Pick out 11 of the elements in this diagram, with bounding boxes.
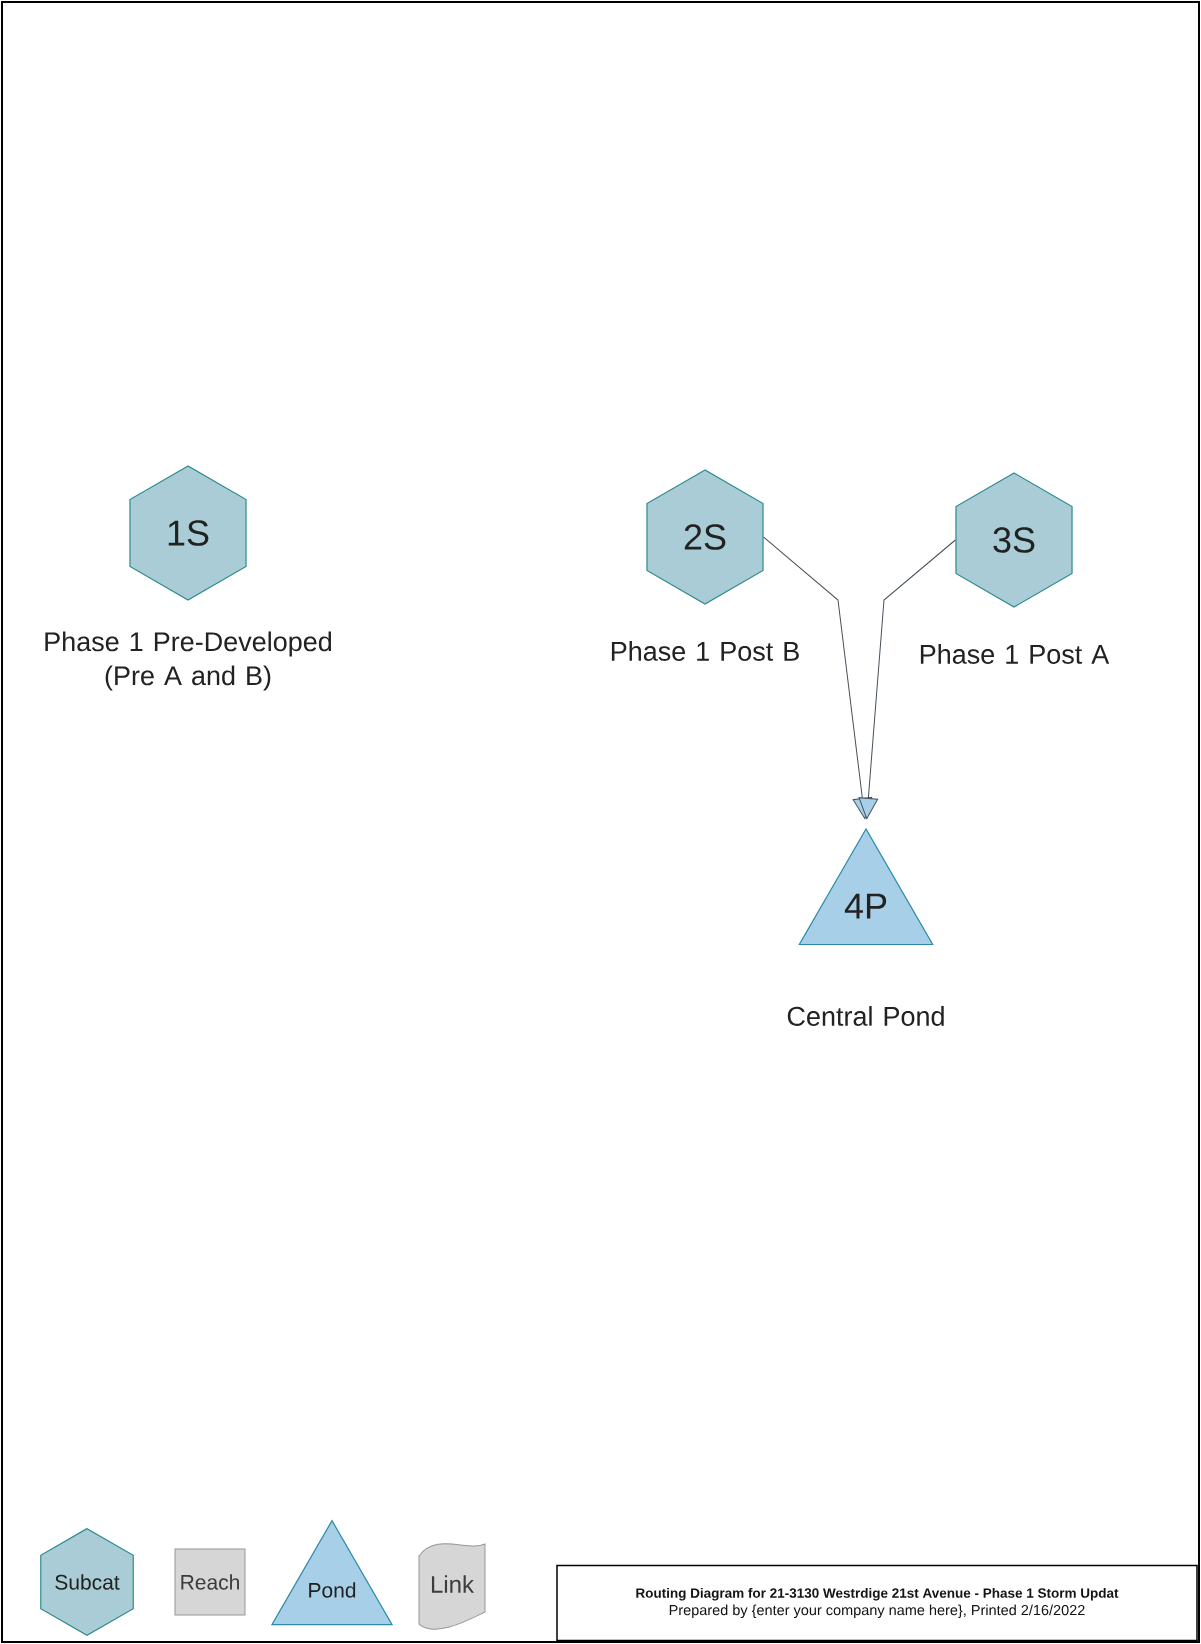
- hexagon-node: 2S: [646, 469, 764, 605]
- arrow: [858, 539, 956, 820]
- title-block: Routing Diagram for 21-3130 Westrdige 21st Avenue - Phase 1 Storm Updat Prepared by {enter your company name here}, Printed 2/16/2022: [556, 1564, 1198, 1642]
- hexagon-node: 1S: [129, 465, 247, 601]
- square-node: Reach: [174, 1548, 246, 1616]
- link-node: Link: [418, 1543, 486, 1630]
- node-caption: Phase 1 Pre-Developed (Pre A and B): [45, 631, 332, 691]
- node-caption: Phase 1 Post A: [920, 644, 1110, 664]
- hexagon-node: 3S: [955, 472, 1073, 608]
- node-caption: Phase 1 Post B: [611, 641, 799, 661]
- node-caption: Central Pond: [787, 1006, 944, 1026]
